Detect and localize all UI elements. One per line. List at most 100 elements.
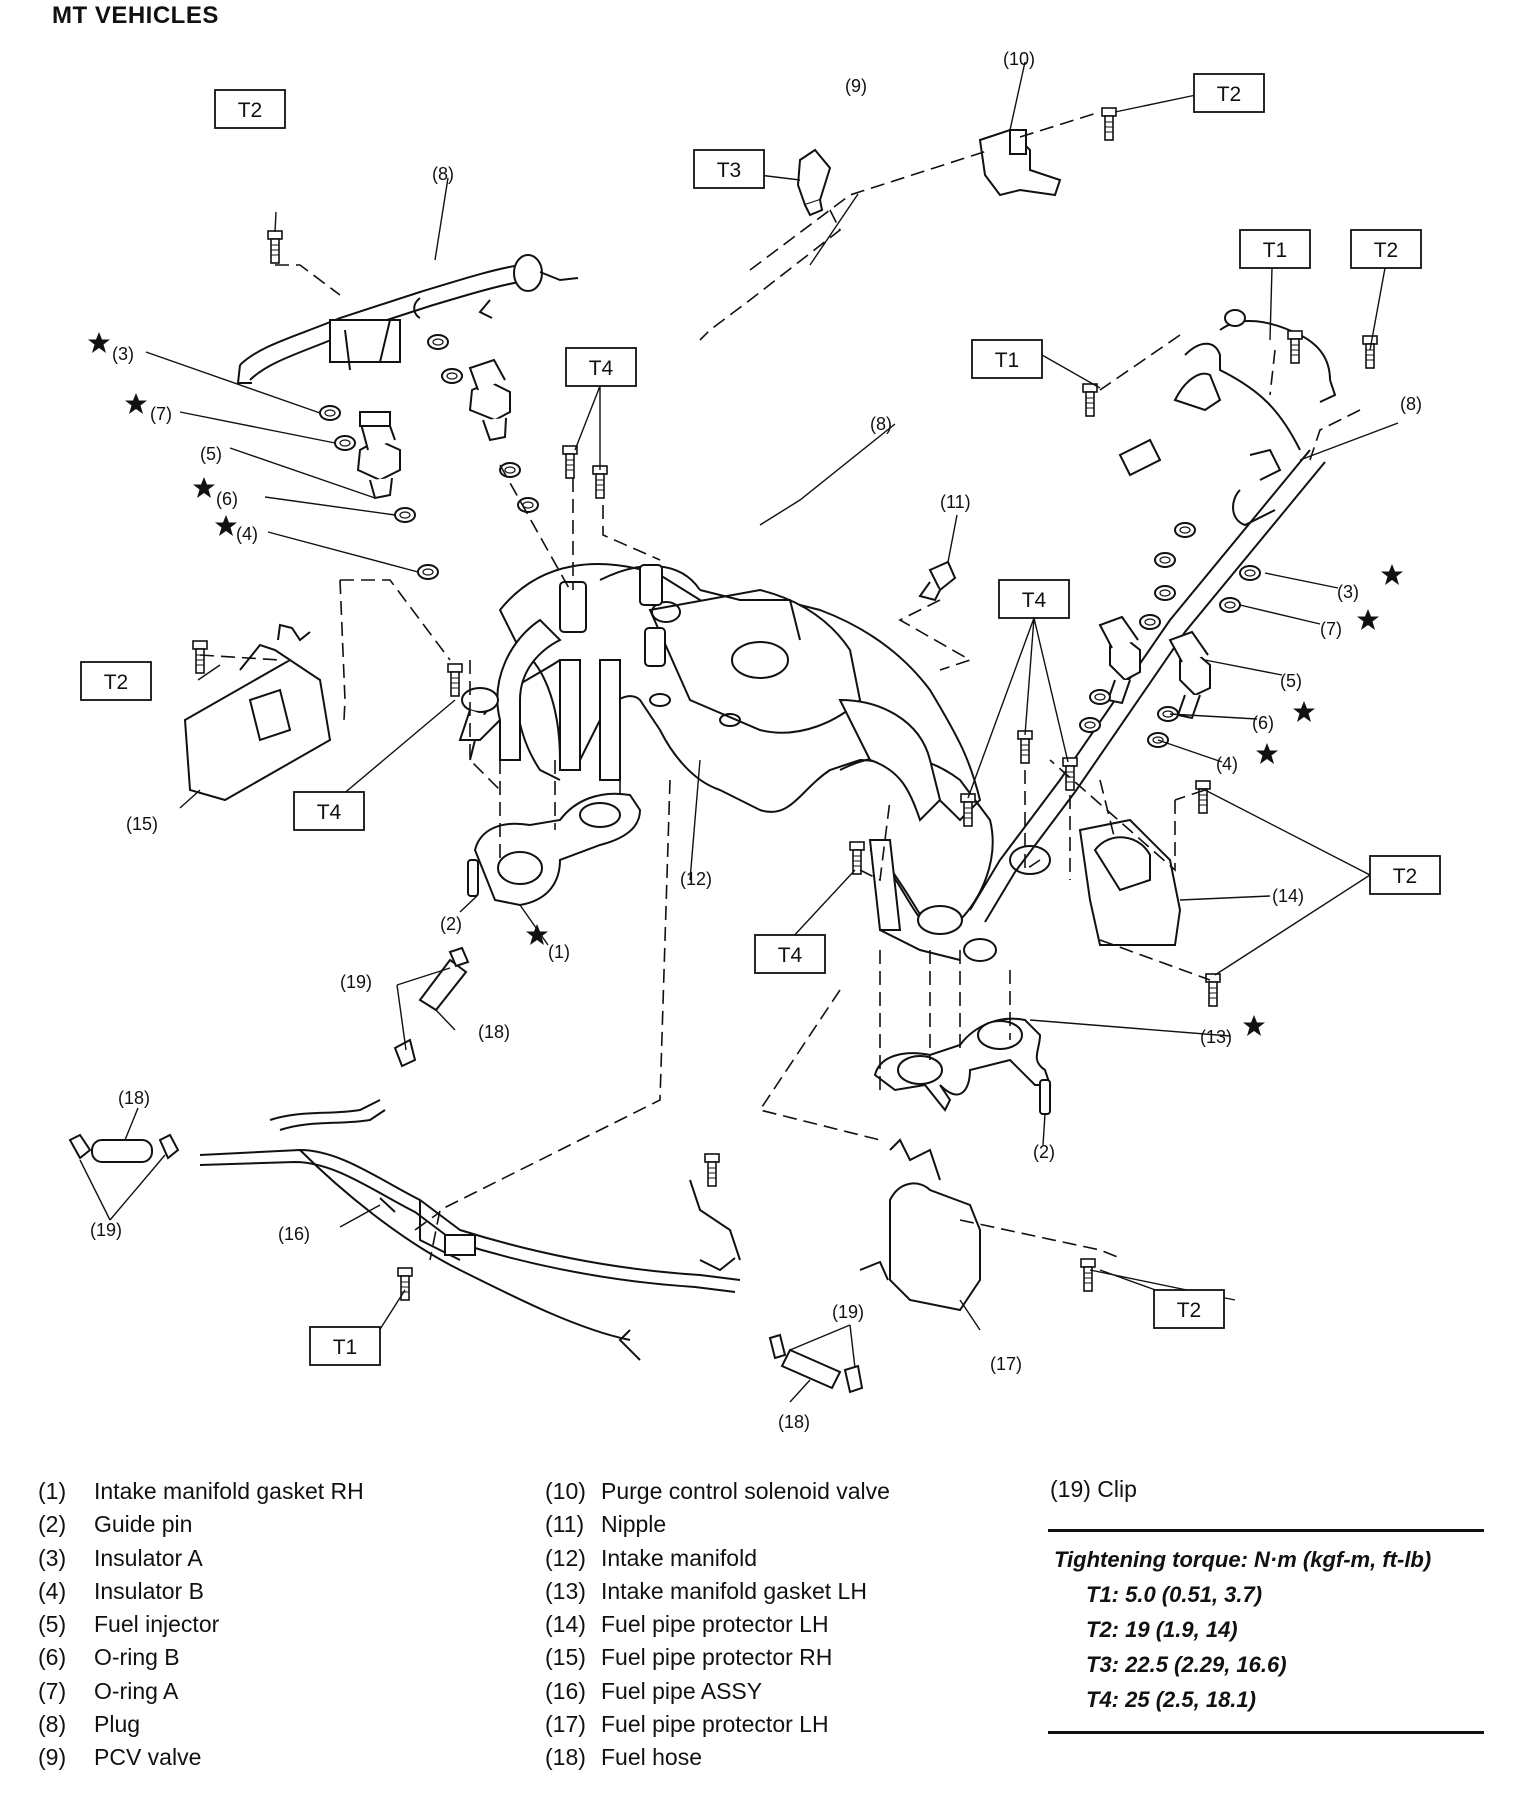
callout-2: (2) [1033,1142,1055,1162]
fuel-injector-rh-a [356,410,401,500]
svg-text:T2: T2 [104,671,129,694]
legend-item: (7)O-ring A [38,1677,179,1704]
svg-text:T4: T4 [778,944,803,967]
torque-box-t2: T2 [80,661,152,701]
callout-11: (11) [940,492,971,512]
purge-control-solenoid-valve [978,128,1062,197]
legend-item: (13)Intake manifold gasket LH [545,1577,867,1604]
svg-text:T2: T2 [238,99,263,122]
legend-item: (12)Intake manifold [545,1544,757,1571]
legend-item: (5)Fuel injector [38,1611,220,1638]
callout-19: (19) [832,1302,864,1322]
torque-box-t4: T4 [998,579,1070,619]
nipple [918,560,957,602]
torque-box-t1: T1 [971,339,1043,379]
callout-8: (8) [1400,394,1422,414]
callouts: (3) (7) (5) (6) (4) (8) (9) (10) (8) (8)… [90,49,1422,1432]
leader-lines [79,61,1399,1403]
star-icon [215,515,237,536]
svg-text:T2: T2 [1177,1299,1202,1322]
callout-15: (15) [126,814,158,834]
callout-9: (9) [845,76,867,96]
star-icon [125,393,147,414]
callout-3: (3) [112,344,134,364]
callout-12: (12) [680,869,712,889]
intake-gasket-rh [473,792,642,907]
star-icon [526,924,548,945]
star-icon [1293,701,1315,722]
intake-manifold [469,563,994,932]
legend-item: (19) Clip [1050,1476,1137,1502]
fuel-pipe-protector-lh-lower [859,1138,981,1312]
callout-18: (18) [118,1088,150,1108]
callout-8: (8) [870,414,892,434]
manifold-runners-lh [838,698,1051,962]
callout-17: (17) [990,1354,1022,1374]
callout-7: (7) [1320,619,1342,639]
callout-5: (5) [1280,671,1302,691]
star-icon [88,332,110,353]
callout-8: (8) [432,164,454,184]
svg-text:T4: T4 [317,801,342,824]
legend-item: (4)Insulator B [38,1577,204,1604]
legend-item: (11)Nipple [545,1511,667,1538]
legend-item: (3)Insulator A [38,1544,203,1571]
torque-box-t2: T2 [1193,73,1265,113]
torque-item: T4: 25 (2.5, 18.1) [1086,1687,1256,1712]
fuel-pipe-assy [199,1099,741,1361]
torque-table: Tightening torque: N·m (kgf-m, ft-lb) T1… [1048,1529,1484,1734]
torque-heading: Tightening torque: N·m (kgf-m, ft-lb) [1054,1547,1432,1572]
torque-boxes: T2 T3 T2 T1 T2 T1 T4 T4 T2 T4 T2 T4 T1 T… [80,73,1441,1366]
callout-19: (19) [90,1220,122,1240]
legend-item: (9)PCV valve [38,1744,202,1771]
legend-item: (6)O-ring B [38,1644,180,1671]
callout-6: (6) [1252,713,1274,733]
star-icon [1243,1015,1265,1036]
callout-18: (18) [478,1022,510,1042]
legend-column-3: (19) Clip [1050,1476,1137,1503]
guide-pin-rh [467,859,479,897]
fuel-rail-rh [236,254,579,384]
fuel-hose-upper [393,946,470,1068]
legend-item: (15)Fuel pipe protector RH [545,1644,833,1671]
injector-seals-rh [319,334,539,580]
svg-text:T1: T1 [995,349,1020,372]
torque-box-t4: T4 [565,347,637,387]
torque-item: T2: 19 (1.9, 14) [1086,1617,1238,1642]
callout-6: (6) [216,489,238,509]
callout-5: (5) [200,444,222,464]
callout-14: (14) [1272,886,1304,906]
fuel-injector-lh-a [1098,615,1141,705]
guide-pin-lh [1039,1079,1051,1115]
legend-item: (2)Guide pin [38,1511,193,1538]
callout-10: (10) [1003,49,1035,69]
torque-box-t1: T1 [309,1326,381,1366]
callout-4: (4) [1216,754,1238,774]
torque-box-t2: T2 [214,89,286,129]
pcv-valve [796,148,832,217]
fuel-pipe-protector-lh-upper [1078,818,1182,946]
callout-2: (2) [440,914,462,934]
fuel-hose-left [68,1133,180,1163]
page-title: MT VEHICLES [52,2,219,29]
manifold-runners-rh [458,618,621,781]
legend-item: (18)Fuel hose [545,1744,703,1771]
callout-1: (1) [548,942,570,962]
legend-item: (10)Purge control solenoid valve [545,1478,890,1504]
callout-18: (18) [778,1412,810,1432]
star-icon [1357,609,1379,630]
legend-item: (1)Intake manifold gasket RH [38,1478,364,1504]
svg-text:T4: T4 [1022,589,1047,612]
intake-gasket-lh [873,1017,1052,1112]
legend-column-2: (10)Purge control solenoid valve (11)Nip… [545,1475,890,1775]
star-icon [1381,564,1403,585]
legend-item: (8)Plug [38,1711,141,1738]
star-icon [193,477,215,498]
svg-text:T2: T2 [1374,239,1399,262]
svg-text:T2: T2 [1393,865,1418,888]
callout-3: (3) [1337,582,1359,602]
fuel-pipe-protector-rh [183,623,332,802]
callout-19: (19) [340,972,372,992]
fuel-hose-lower [768,1333,864,1394]
legend-item: (14)Fuel pipe protector LH [545,1611,829,1638]
